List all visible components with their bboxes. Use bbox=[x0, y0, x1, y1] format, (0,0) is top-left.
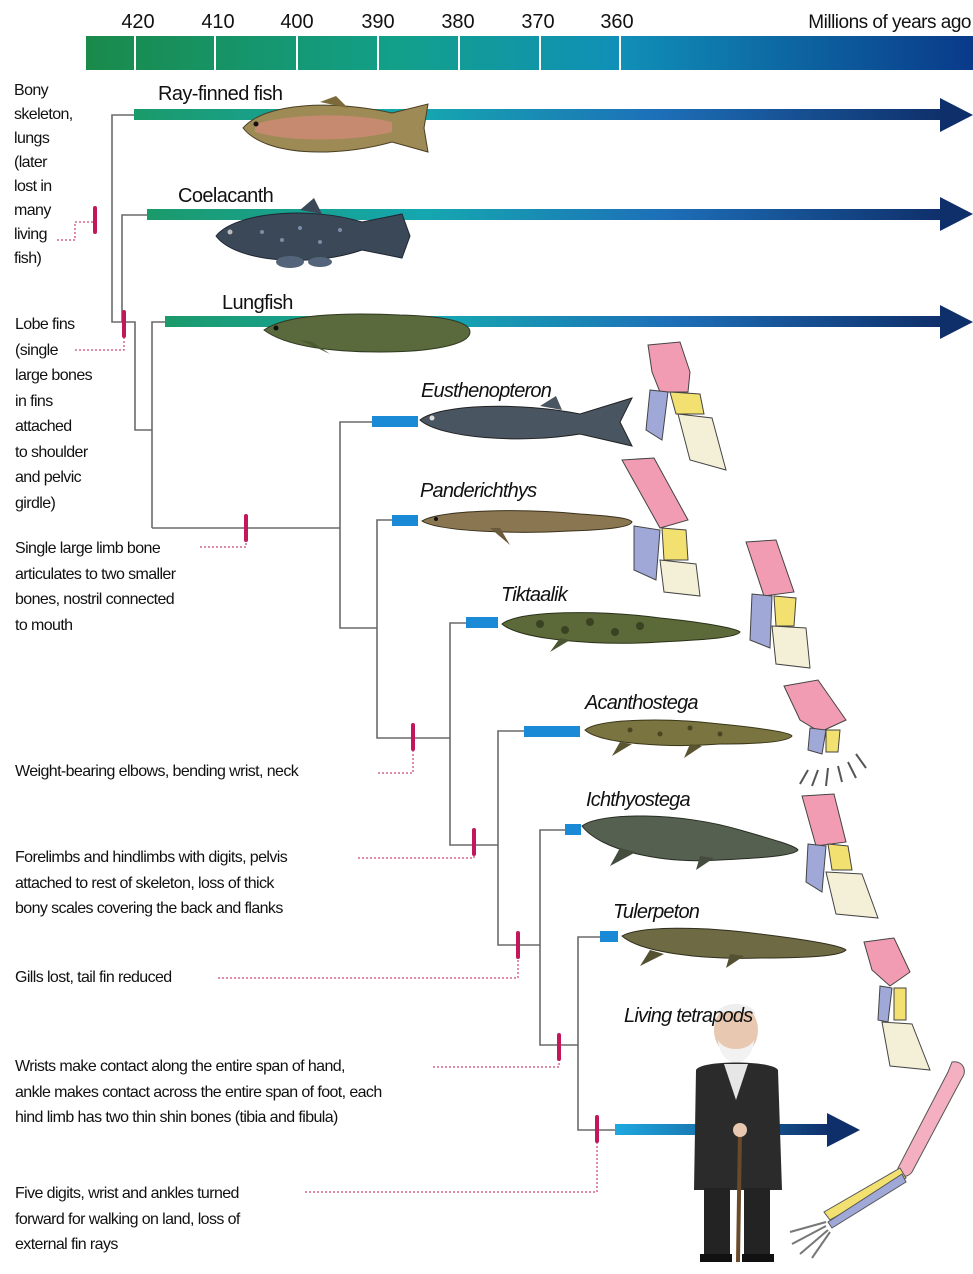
trait-line: external fin rays bbox=[15, 1232, 240, 1258]
ichthyostega-illustration bbox=[582, 816, 798, 870]
trait-line: (later bbox=[14, 151, 73, 175]
trait-line: bony scales covering the back and flanks bbox=[15, 896, 287, 922]
trait-line: lost in bbox=[14, 175, 73, 199]
tick-label: 420 bbox=[121, 11, 154, 33]
trait-bony-skeleton-lungs: Bony skeleton, lungs (later lost in many… bbox=[14, 79, 73, 271]
limb-bone-diagram bbox=[646, 342, 726, 470]
taxon-label-coelacanth: Coelacanth bbox=[178, 185, 273, 207]
trait-wrists-contact: Wrists make contact along the entire spa… bbox=[15, 1054, 382, 1131]
trait-line: hind limb has two thin shin bones (tibia… bbox=[15, 1105, 382, 1131]
limb-bone-diagram bbox=[784, 680, 866, 786]
trait-line: Five digits, wrist and ankles turned bbox=[15, 1181, 240, 1207]
limb-bone-diagram bbox=[622, 458, 700, 596]
trait-line: articulates to two smaller bbox=[15, 562, 175, 588]
trait-line: forward for walking on land, loss of bbox=[15, 1207, 240, 1233]
trait-line: Bony bbox=[14, 79, 73, 103]
tiktaalik-illustration bbox=[502, 613, 740, 652]
taxon-label-eusthenopteron: Eusthenopteron bbox=[421, 380, 552, 402]
taxon-label-panderichthys: Panderichthys bbox=[420, 480, 537, 502]
trait-line: skeleton, bbox=[14, 103, 73, 127]
trait-line: and pelvic bbox=[15, 465, 92, 491]
trait-line: to mouth bbox=[15, 613, 175, 639]
taxon-label-lungfish: Lungfish bbox=[222, 292, 293, 314]
trait-line: large bones bbox=[15, 363, 92, 389]
trait-line: (single bbox=[15, 338, 92, 364]
coelacanth-illustration bbox=[216, 198, 410, 268]
trait-line: girdle) bbox=[15, 491, 92, 517]
tick-label: 360 bbox=[600, 11, 633, 33]
trait-weight-bearing-elbows: Weight-bearing elbows, bending wrist, ne… bbox=[15, 760, 298, 784]
trait-forelimbs-hindlimbs-digits: Forelimbs and hindlimbs with digits, pel… bbox=[15, 845, 287, 922]
lungfish-illustration bbox=[264, 314, 470, 354]
trait-gills-lost: Gills lost, tail fin reduced bbox=[15, 966, 172, 990]
arrowhead-icon bbox=[940, 197, 973, 231]
elderly-man-illustration bbox=[694, 1004, 782, 1262]
trait-line: attached to rest of skeleton, loss of th… bbox=[15, 871, 287, 897]
limb-bone-diagram bbox=[746, 540, 810, 668]
trait-line: attached bbox=[15, 414, 92, 440]
trait-lobe-fins: Lobe fins (single large bones in fins at… bbox=[15, 312, 92, 516]
trait-line: Lobe fins bbox=[15, 312, 92, 338]
trait-line: Weight-bearing elbows, bending wrist, ne… bbox=[15, 760, 298, 784]
time-scale-bar bbox=[86, 36, 973, 70]
trait-line: Single large limb bone bbox=[15, 536, 175, 562]
tick-label: 380 bbox=[441, 11, 474, 33]
timescale-unit-label: Millions of years ago bbox=[808, 12, 971, 33]
time-scale: 420 410 400 390 380 370 360 Millions of … bbox=[86, 11, 973, 70]
tick-label: 400 bbox=[280, 11, 313, 33]
taxon-label-tiktaalik: Tiktaalik bbox=[501, 584, 569, 606]
acanthostega-illustration bbox=[585, 720, 792, 758]
taxon-label-ray-finned-fish: Ray-finned fish bbox=[158, 83, 282, 105]
trait-line: lungs bbox=[14, 127, 73, 151]
trait-line: Wrists make contact along the entire spa… bbox=[15, 1054, 382, 1080]
trait-line: ankle makes contact across the entire sp… bbox=[15, 1080, 382, 1106]
taxon-label-acanthostega: Acanthostega bbox=[584, 692, 698, 714]
trait-line: bones, nostril connected bbox=[15, 587, 175, 613]
limb-bone-diagram bbox=[790, 1062, 964, 1258]
taxon-label-ichthyostega: Ichthyostega bbox=[586, 789, 690, 811]
taxon-label-living-tetrapods: Living tetrapods bbox=[624, 1005, 753, 1027]
trait-single-large-limb-bone: Single large limb bone articulates to tw… bbox=[15, 536, 175, 638]
tulerpeton-illustration bbox=[622, 928, 846, 968]
arrowhead-icon bbox=[940, 305, 973, 339]
arrowhead-icon bbox=[827, 1113, 860, 1147]
limb-bone-diagram bbox=[864, 938, 930, 1070]
limb-bone-diagram bbox=[802, 794, 878, 918]
leader-lines bbox=[57, 222, 597, 1192]
taxon-label-tulerpeton: Tulerpeton bbox=[613, 901, 700, 923]
trait-line: many bbox=[14, 199, 73, 223]
tick-label: 410 bbox=[201, 11, 234, 33]
trait-line: in fins bbox=[15, 389, 92, 415]
trait-line: living bbox=[14, 223, 73, 247]
trait-line: Forelimbs and hindlimbs with digits, pel… bbox=[15, 845, 287, 871]
trait-line: fish) bbox=[14, 247, 73, 271]
arrowhead-icon bbox=[940, 98, 973, 132]
trait-five-digits: Five digits, wrist and ankles turned for… bbox=[15, 1181, 240, 1258]
tick-label: 390 bbox=[361, 11, 394, 33]
tick-label: 370 bbox=[521, 11, 554, 33]
trait-line: to shoulder bbox=[15, 440, 92, 466]
panderichthys-illustration bbox=[422, 511, 632, 545]
eusthenopteron-illustration bbox=[420, 396, 632, 446]
trait-line: Gills lost, tail fin reduced bbox=[15, 966, 172, 990]
